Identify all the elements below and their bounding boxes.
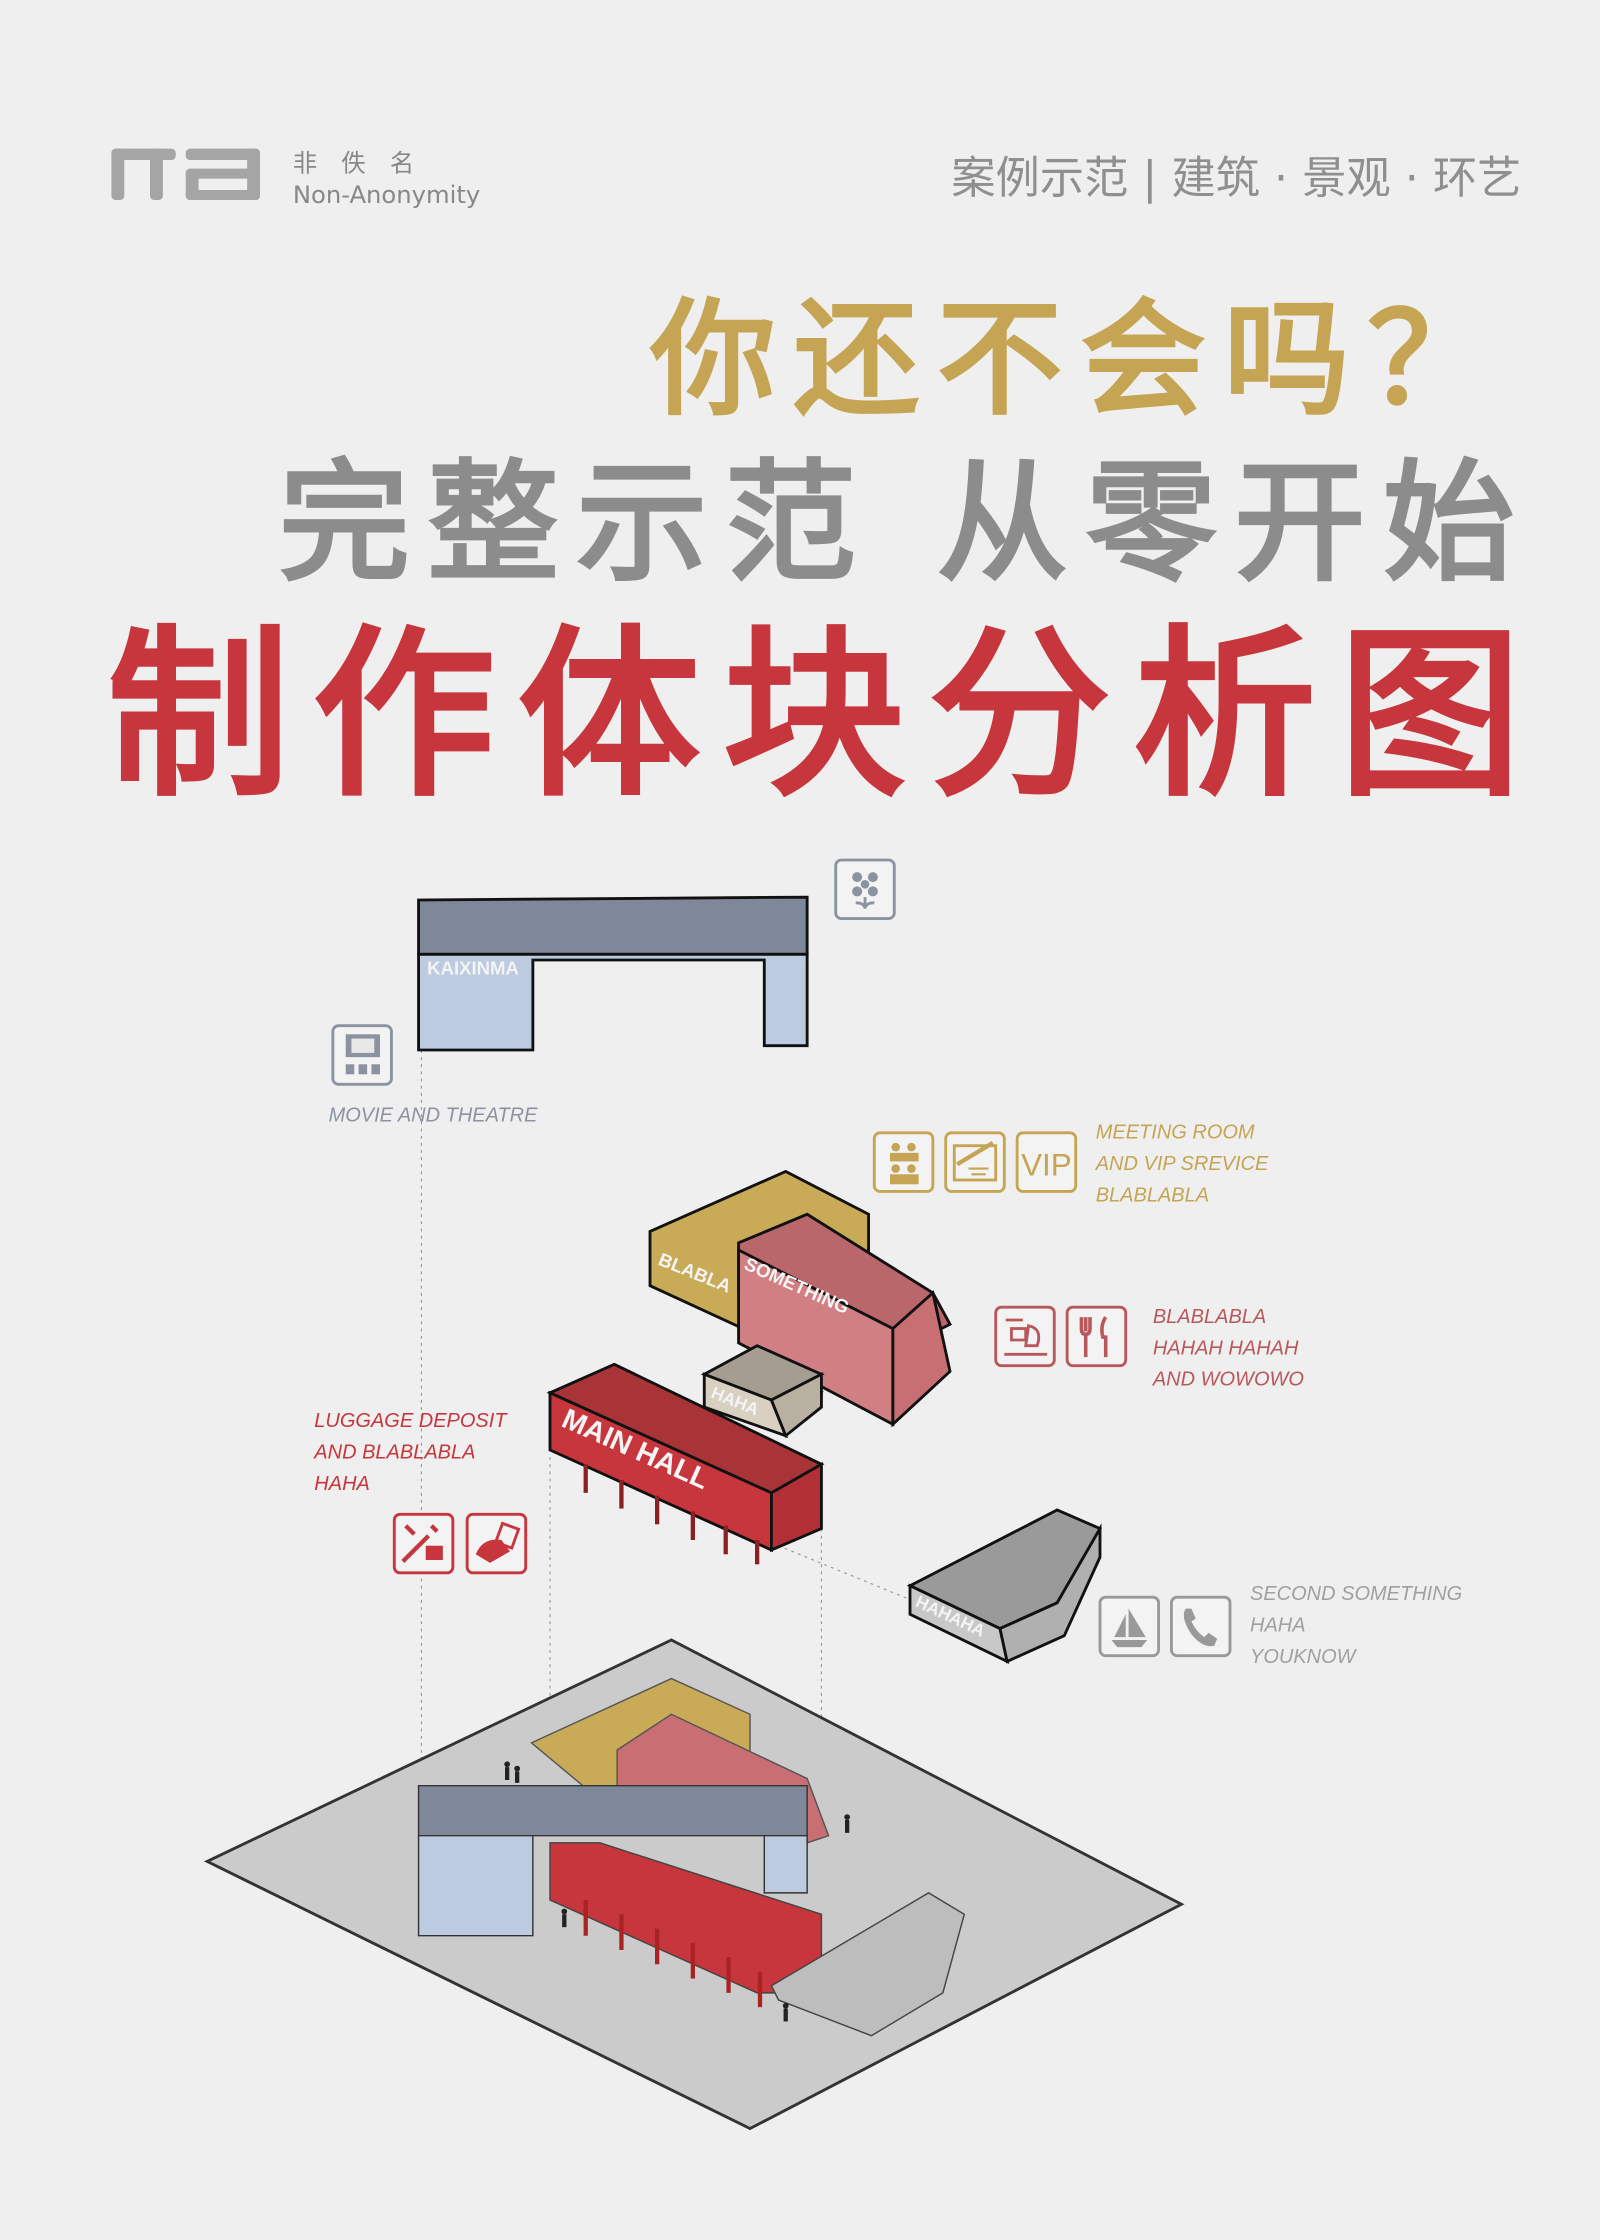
fork-knife-icon — [1065, 1305, 1128, 1368]
logo: 非 佚 名 Non-Anonymity — [111, 148, 480, 209]
luggage-hand-icon — [392, 1512, 455, 1575]
block-hahaha: HAHAHA — [906, 1508, 1103, 1664]
annotation-dining-2: HAHAH HAHAH — [1153, 1337, 1299, 1359]
annotation-dining-3: AND WOWOWO — [1152, 1369, 1304, 1391]
annotation-luggage-2: AND BLABLABLA — [313, 1442, 475, 1464]
ground-massing — [417, 1677, 966, 2037]
tea-service-icon — [994, 1305, 1056, 1368]
brand-en: Non-Anonymity — [293, 180, 480, 209]
meeting-people-icon — [872, 1131, 935, 1193]
block-haha: HAHA — [700, 1344, 825, 1439]
people-figures — [504, 1761, 850, 2022]
annotation-second-1: SECOND SOMETHING — [1250, 1583, 1462, 1605]
block-label-kaixinma: KAIXINMA — [427, 957, 519, 978]
title-line-3: 制作体块分析图 — [107, 610, 1521, 823]
telephone-icon — [1170, 1595, 1232, 1658]
annotation-meeting-3: BLABLABLA — [1096, 1184, 1209, 1206]
title-line-2: 完整示范 从零开始 — [279, 447, 1515, 600]
annotation-meeting-2: AND VIP SREVICE — [1095, 1153, 1269, 1175]
annotation-meeting-1: MEETING ROOM — [1096, 1122, 1255, 1144]
paper-boat-icon — [1098, 1595, 1160, 1658]
block-kaixinma: KAIXINMA — [417, 895, 809, 1052]
category-tagline: 案例示范 | 建筑 · 景观 · 环艺 — [951, 153, 1521, 204]
luggage-annotation: LUGGAGE DEPOSIT AND BLABLABLA HAHA — [313, 1410, 528, 1575]
vip-label: VIP — [1021, 1148, 1072, 1183]
flower-icon — [834, 858, 896, 920]
annotation-luggage-1: LUGGAGE DEPOSIT — [314, 1410, 508, 1432]
brand-cn: 非 佚 名 — [293, 148, 414, 177]
annotation-dining-1: BLABLABLA — [1153, 1306, 1266, 1328]
title-line-1: 你还不会吗？ — [649, 286, 1493, 433]
presentation-board-icon — [944, 1131, 1006, 1193]
dining-annotation: BLABLABLA HAHAH HAHAH AND WOWOWO — [994, 1305, 1304, 1391]
cinema-icon — [331, 1024, 393, 1086]
annotation-movie: MOVIE AND THEATRE — [329, 1104, 539, 1126]
block-something: SOMETHING — [737, 1212, 952, 1428]
annotation-second-2: HAHA — [1250, 1614, 1306, 1636]
annotation-second-3: YOUKNOW — [1250, 1646, 1358, 1668]
luggage-deposit-icon — [465, 1512, 528, 1575]
meeting-annotation: VIP MEETING ROOM AND VIP SREVICE BLABLAB… — [872, 1122, 1269, 1206]
annotation-luggage-3: HAHA — [314, 1473, 370, 1495]
second-annotation: SECOND SOMETHING HAHA YOUKNOW — [1098, 1583, 1462, 1668]
vip-icon: VIP — [1015, 1131, 1078, 1193]
